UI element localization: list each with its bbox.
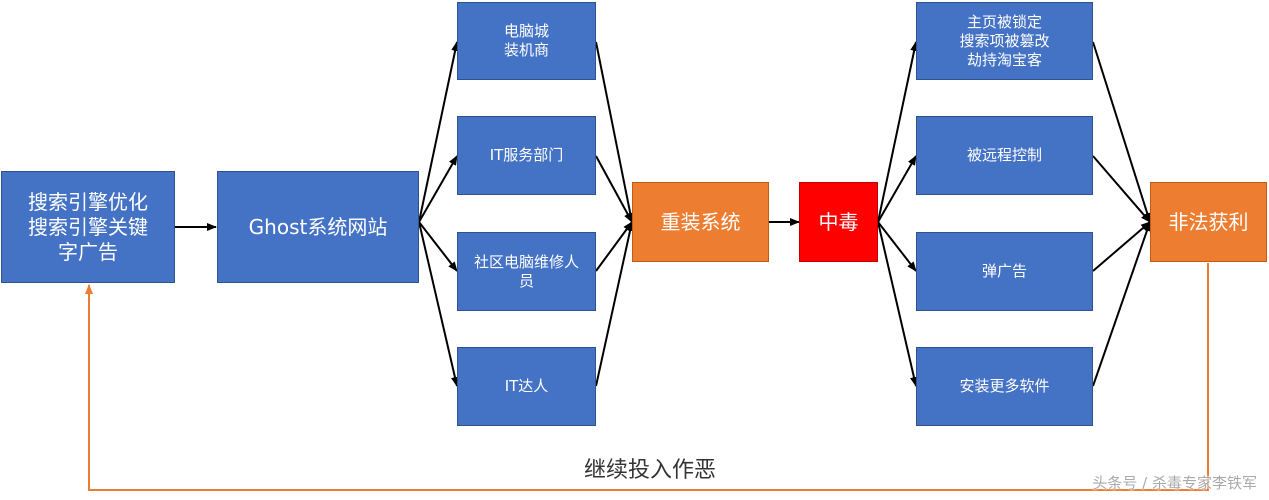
arrow-homepage-locked-to-profit [1092,41,1152,223]
arrow-ghost-to-computer-mall [418,41,460,223]
it-expert-node: IT达人 [457,347,596,426]
ghost-site-node: Ghost系统网站 [217,171,419,283]
arrow-it-department-to-reinstall [595,155,633,223]
arrow-remote-control-to-profit [1092,155,1151,223]
install-software-node: 安装更多软件 [916,347,1093,426]
arrow-popup-ads-to-profit [1092,221,1151,272]
arrow-it-expert-to-reinstall [595,221,634,387]
feedback-loop-arrow [85,263,1209,491]
homepage-locked-node: 主页被锁定 搜索项被篡改 劫持淘宝客 [916,2,1093,80]
remote-control-node: 被远程控制 [916,116,1093,195]
arrow-infected-to-popup-ads [877,221,917,272]
watermark: 头条号 / 杀毒专家李铁军 [1092,474,1257,492]
arrow-ghost-to-it-department [418,155,458,223]
it-department-node: IT服务部门 [457,116,596,195]
arrow-ghost-to-it-expert [418,221,459,387]
reinstall-node: 重装系统 [632,182,769,262]
arrow-ghost-to-community-repair [418,221,458,272]
popup-ads-node: 弹广告 [916,232,1093,311]
arrow-infected-to-homepage-locked [877,41,919,223]
arrow-infected-to-remote-control [877,155,917,223]
feedback-loop-label: 继续投入作恶 [583,458,716,483]
seo-node: 搜索引擎优化 搜索引擎关键 字广告 [1,171,175,283]
arrow-infected-to-install-software [877,221,918,387]
arrow-install-software-to-profit [1092,221,1151,387]
infected-node: 中毒 [799,182,878,262]
computer-mall-node: 电脑城 装机商 [457,2,596,80]
arrow-community-repair-to-reinstall [595,221,633,272]
community-repair-node: 社区电脑维修人 员 [457,232,596,311]
illegal-profit-node: 非法获利 [1150,182,1267,262]
arrow-computer-mall-to-reinstall [595,41,635,223]
